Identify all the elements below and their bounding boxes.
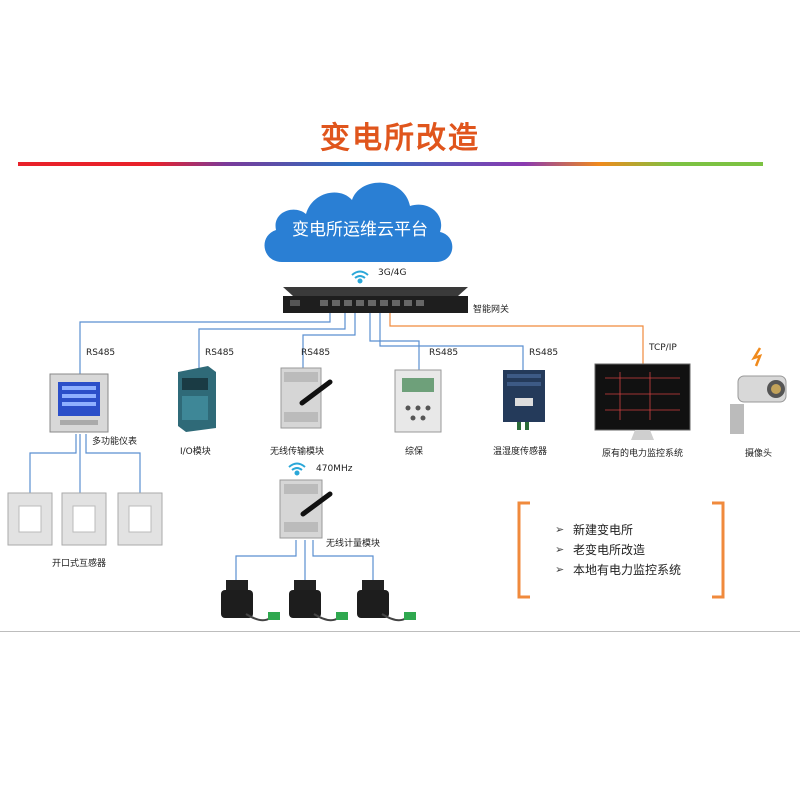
- wireless-module-icon: [280, 367, 333, 429]
- ct-transformer-icon: [7, 492, 53, 546]
- device-label: 无线传输模块: [270, 447, 325, 457]
- panel-bracket: [517, 501, 725, 599]
- tcpip-line: [389, 313, 644, 365]
- scenario-list: ➢新建变电所 ➢老变电所改造 ➢本地有电力监控系统: [555, 520, 681, 580]
- device-label: 温湿度传感器: [493, 447, 548, 457]
- ct-label: 开口式互感器: [52, 559, 107, 569]
- scenario-item: ➢老变电所改造: [555, 540, 681, 560]
- io-module-icon: [178, 366, 216, 432]
- chevron-right-icon: ➢: [555, 523, 565, 536]
- ct-transformer-icon: [61, 492, 107, 546]
- gateway-label: 智能网关: [473, 305, 510, 315]
- rs485-label: RS485: [301, 348, 331, 358]
- gateway-wireless-label: 3G/4G: [378, 268, 407, 278]
- clamp-sensor-icon: [289, 580, 348, 622]
- rs485-label: RS485: [529, 348, 559, 358]
- bottom-divider: [0, 631, 800, 632]
- clamp-sensor-icon: [221, 580, 280, 622]
- multifunction-meter-icon: [49, 373, 109, 433]
- device-label: 多功能仪表: [92, 437, 138, 447]
- rs485-label: RS485: [86, 348, 116, 358]
- wireless-meter-module-icon: [279, 479, 333, 539]
- wifi-icon: [351, 270, 369, 284]
- chevron-right-icon: ➢: [555, 563, 565, 576]
- device-label: I/O模块: [180, 447, 211, 457]
- title-divider: [18, 162, 763, 166]
- ct-transformer-icon: [117, 492, 163, 546]
- rs485-label: RS485: [429, 348, 459, 358]
- cloud-platform-label: 变电所运维云平台: [292, 220, 428, 240]
- scenario-item: ➢本地有电力监控系统: [555, 560, 681, 580]
- gateway-device: [283, 287, 468, 313]
- camera-icon: [730, 347, 787, 434]
- device-label: 摄像头: [745, 449, 773, 459]
- cloud-icon: [264, 182, 453, 262]
- chevron-right-icon: ➢: [555, 543, 565, 556]
- freq-label: 470MHz: [316, 464, 353, 474]
- temperature-humidity-sensor-icon: [503, 370, 545, 430]
- rs485-lines: [79, 313, 524, 376]
- monitor-icon: [594, 363, 691, 440]
- ct-lines: [29, 434, 141, 495]
- meter-module-label: 无线计量模块: [326, 539, 381, 549]
- clamp-sensor-icon: [357, 580, 416, 622]
- page-title: 变电所改造: [320, 121, 480, 156]
- device-label: 综保: [405, 447, 424, 457]
- protection-relay-icon: [394, 369, 442, 433]
- device-label: 原有的电力监控系统: [602, 449, 684, 459]
- rs485-label: RS485: [205, 348, 235, 358]
- scenario-item: ➢新建变电所: [555, 520, 681, 540]
- tcpip-label: TCP/IP: [649, 343, 677, 353]
- wifi-icon: [288, 462, 306, 476]
